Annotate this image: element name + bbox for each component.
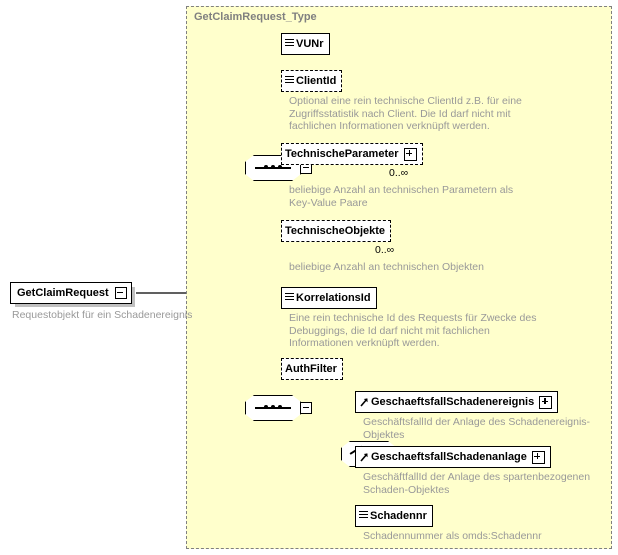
element-node-technischeparameter[interactable]: TechnischeParameter — [281, 143, 426, 168]
element-annotation-korrelationsid: Eine rein technische Id des Requests für… — [289, 312, 537, 349]
element-label: ClientId — [296, 75, 337, 87]
element-label: GeschaeftsfallSchadenereignis — [371, 396, 535, 408]
simple-type-icon — [359, 510, 368, 522]
sequence-octagon — [245, 395, 301, 421]
root-element-label: GetClaimRequest — [17, 287, 109, 299]
simple-type-icon — [285, 75, 294, 87]
reference-arrow-icon — [359, 451, 369, 463]
element-label: GeschaeftsfallSchadenanlage — [371, 451, 527, 463]
expand-plus-icon[interactable] — [539, 395, 553, 409]
element-node-technischeobjekte[interactable]: TechnischeObjekte — [281, 220, 395, 245]
element-node-clientid[interactable]: ClientId — [281, 70, 346, 95]
simple-type-icon — [285, 292, 294, 304]
collapse-minus-icon[interactable] — [300, 402, 312, 414]
sequence-glyph-icon — [245, 155, 301, 181]
sequence-node-2[interactable] — [245, 395, 312, 425]
element-node-korrelationsid[interactable]: KorrelationsId — [281, 287, 380, 312]
element-node-geschaeftsfallschadenereignis[interactable]: GeschaeftsfallSchadenereignis — [355, 391, 562, 416]
element-annotation-clientid: Optional eine rein technische ClientId z… — [289, 95, 522, 132]
element-label: TechnischeObjekte — [285, 225, 386, 237]
element-label: VUNr — [296, 38, 324, 50]
element-label: KorrelationsId — [296, 292, 371, 304]
element-node-authfilter[interactable]: AuthFilter — [281, 358, 346, 383]
element-label: Schadennr — [370, 510, 427, 522]
expand-plus-icon[interactable] — [403, 147, 417, 161]
element-node-vunr[interactable]: VUNr — [281, 33, 333, 58]
cardinality-technischeparameter: 0..∞ — [389, 167, 409, 179]
reference-arrow-icon — [359, 396, 369, 408]
collapse-minus-icon[interactable] — [114, 287, 127, 299]
element-annotation-schadennr: Schadennummer als omds:Schadennr — [363, 530, 542, 542]
sequence-glyph-icon — [245, 395, 301, 421]
root-element-annotation: Requestobjekt für ein Schadenereignis — [12, 309, 193, 321]
expand-plus-icon[interactable] — [531, 450, 545, 464]
cardinality-technischeobjekte: 0..∞ — [375, 244, 395, 256]
element-annotation-technischeobjekte: beliebige Anzahl an technischen Objekten — [289, 261, 484, 273]
type-container-label: GetClaimRequest_Type — [194, 11, 317, 23]
element-label: TechnischeParameter — [285, 148, 399, 160]
element-annotation-geschaeftsfallschadenereignis: GeschäftsfallId der Anlage des Schadener… — [363, 416, 591, 441]
element-annotation-technischeparameter: beliebige Anzahl an technischen Paramete… — [289, 184, 514, 209]
simple-type-icon — [285, 38, 294, 50]
root-element-node[interactable]: GetClaimRequest — [10, 282, 135, 307]
element-node-geschaeftsfallschadenanlage[interactable]: GeschaeftsfallSchadenanlage — [355, 446, 554, 471]
element-annotation-geschaeftsfallschadenanlage: GeschäftfallId der Anlage des spartenbez… — [363, 471, 591, 496]
element-node-schadennr[interactable]: Schadennr — [355, 505, 436, 530]
element-label: AuthFilter — [285, 363, 337, 375]
